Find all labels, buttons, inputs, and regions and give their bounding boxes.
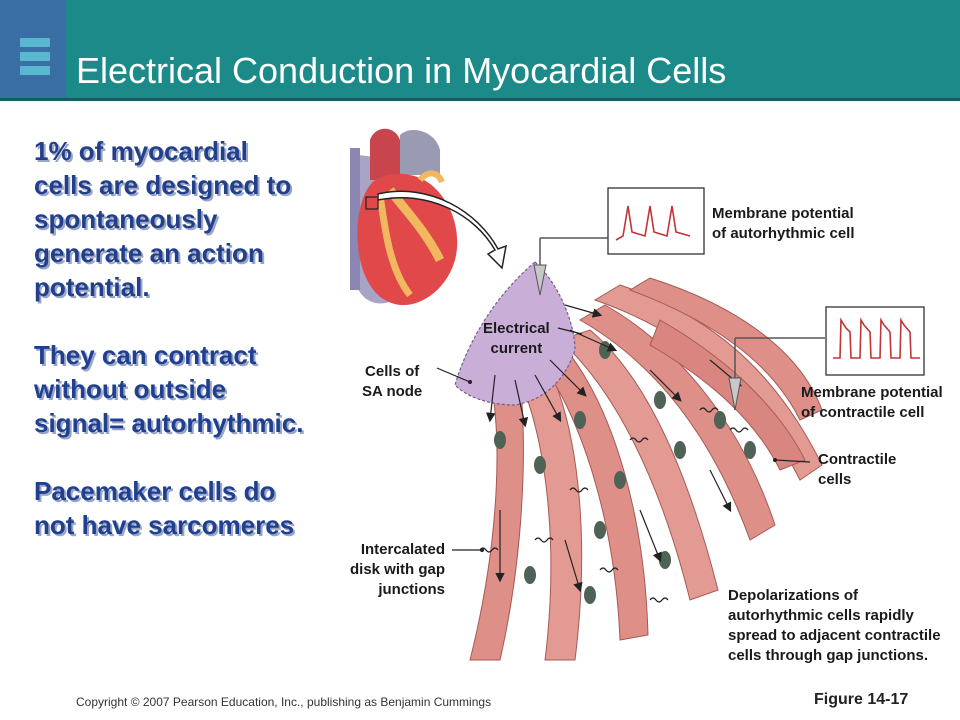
label-line: autorhythmic cells rapidly <box>728 607 914 624</box>
autorhythmic-trace-box <box>607 187 705 255</box>
bullet-paragraph-1: 1% of myocardial cells are designed to s… <box>34 136 292 302</box>
label-line: Membrane potential <box>801 384 943 401</box>
copyright-notice: Copyright © 2007 Pearson Education, Inc.… <box>76 695 492 709</box>
label-leaders <box>436 327 811 551</box>
depolarizations-label: Depolarizations of autorhythmic cells ra… <box>728 586 941 666</box>
slide-header <box>0 0 960 100</box>
label-line: Depolarizations of <box>728 587 859 604</box>
bullet-text-block: 1% of myocardial cells are designed to s… <box>34 134 304 576</box>
label-line: Cells of <box>365 363 420 380</box>
electrical-current-label: Electrical current <box>483 319 550 359</box>
label-line: Membrane potential <box>712 205 854 222</box>
label-line: Contractile <box>818 451 897 468</box>
gap-junction-marks <box>479 407 749 603</box>
label-line: junctions <box>378 581 446 598</box>
label-line: of contractile cell <box>801 404 925 421</box>
label-line: cells through gap junctions. <box>728 647 929 664</box>
membrane-contractile-label: Membrane potential of contractile cell <box>801 383 943 423</box>
label-line: disk with gap <box>350 561 446 578</box>
label-line: current <box>490 340 543 357</box>
slide-title: Electrical Conduction in Myocardial Cell… <box>76 50 727 91</box>
intercalated-disk-label: Intercalated disk with gap junctions <box>350 540 445 600</box>
diagram-illustration <box>350 128 925 661</box>
label-line: of autorhythmic cell <box>712 225 855 242</box>
sa-node-label: Cells of SA node <box>362 362 422 402</box>
label-line: SA node <box>362 383 423 400</box>
bullet-paragraph-3: Pacemaker cells do not have sarcomeres <box>34 476 295 540</box>
label-line: cells <box>818 471 852 488</box>
stack-logo-icon <box>20 38 50 82</box>
contractile-trace-box <box>825 306 925 376</box>
cell-nuclei <box>494 341 756 604</box>
membrane-autorhythmic-label: Membrane potential of autorhythmic cell <box>712 204 855 244</box>
contractile-fibers <box>469 277 823 661</box>
label-line: Intercalated <box>360 541 446 558</box>
propagation-arrows <box>486 304 742 593</box>
myocardial-diagram: Membrane potential of autorhythmic cell … <box>330 120 960 680</box>
figure-number: Figure 14-17 <box>814 691 909 708</box>
label-line: Electrical <box>483 320 550 337</box>
label-line: spread to adjacent contractile <box>728 627 941 644</box>
header-accent-bar <box>0 0 66 100</box>
sa-node-region <box>454 261 576 406</box>
heart-illustration <box>350 128 458 306</box>
bullet-paragraph-2: They can contract without outside signal… <box>34 340 304 438</box>
header-divider <box>0 98 960 101</box>
contractile-cells-label: Contractile cells <box>818 450 896 490</box>
